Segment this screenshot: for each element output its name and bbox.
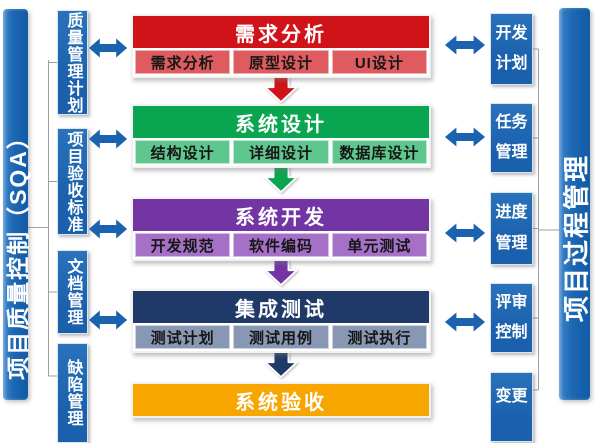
stage-subrow: 结构设计详细设计数据库设计 [133, 138, 429, 166]
down-arrow-icon [261, 165, 301, 193]
stage-header: 系统设计 [133, 106, 429, 138]
stage-header: 系统验收 [133, 384, 429, 416]
stage-block: 系统开发开发规范软件编码单元测试 [131, 197, 431, 261]
left-box: 缺陷管理 [57, 343, 88, 443]
right-box: 开发 计划 [490, 13, 533, 85]
bracket-lines [28, 48, 559, 391]
stage-block: 系统验收 [131, 382, 431, 418]
stage-item: UI设计 [331, 50, 427, 74]
left-double-arrow-icon [88, 309, 128, 331]
right-double-arrow-icon [444, 126, 486, 148]
diagram-canvas: 项目质量控制（SQA） 项目过程管理 质量管理计划项目验收标准文档管理缺陷管理 开… [3, 8, 591, 443]
stage-item: 测试用例 [233, 325, 329, 349]
right-double-arrow-icon [444, 34, 486, 56]
stage-item: 开发规范 [135, 233, 231, 257]
left-double-arrow-icon [88, 218, 128, 240]
stage-item: 单元测试 [331, 233, 427, 257]
right-double-arrow-icon [444, 311, 486, 333]
stage-item: 原型设计 [233, 50, 329, 74]
left-double-arrow-icon [88, 37, 128, 59]
stage-header: 需求分析 [133, 16, 429, 48]
right-box: 评审 控制 [490, 283, 533, 353]
stage-item: 测试计划 [135, 325, 231, 349]
stage-subrow: 测试计划测试用例测试执行 [133, 323, 429, 351]
left-box: 项目验收标准 [57, 128, 88, 235]
stage-block: 系统设计结构设计详细设计数据库设计 [131, 104, 431, 168]
stage-block: 集成测试测试计划测试用例测试执行 [131, 289, 431, 353]
left-box: 文档管理 [57, 250, 88, 334]
right-box: 进度 管理 [490, 192, 533, 265]
stage-header: 集成测试 [133, 291, 429, 323]
stage-item: 数据库设计 [331, 140, 427, 164]
down-arrow-icon [261, 75, 301, 103]
down-arrow-icon [261, 258, 301, 286]
stage-item: 详细设计 [233, 140, 329, 164]
stage-item: 结构设计 [135, 140, 231, 164]
stage-item: 需求分析 [135, 50, 231, 74]
left-box: 质量管理计划 [57, 10, 88, 115]
stage-subrow: 开发规范软件编码单元测试 [133, 231, 429, 259]
down-arrow-icon [261, 350, 301, 378]
right-box: 任务 管理 [490, 103, 533, 173]
left-double-arrow-icon [88, 128, 128, 150]
right-box: 变更 [490, 372, 533, 442]
stage-header: 系统开发 [133, 199, 429, 231]
right-double-arrow-icon [444, 222, 486, 244]
left-quality-bar-label: 项目质量控制（SQA） [4, 124, 31, 380]
right-process-bar: 项目过程管理 [559, 8, 591, 400]
right-process-bar-label: 项目过程管理 [561, 153, 591, 323]
stage-item: 软件编码 [233, 233, 329, 257]
stage-item: 测试执行 [331, 325, 427, 349]
left-quality-bar: 项目质量控制（SQA） [3, 9, 31, 400]
